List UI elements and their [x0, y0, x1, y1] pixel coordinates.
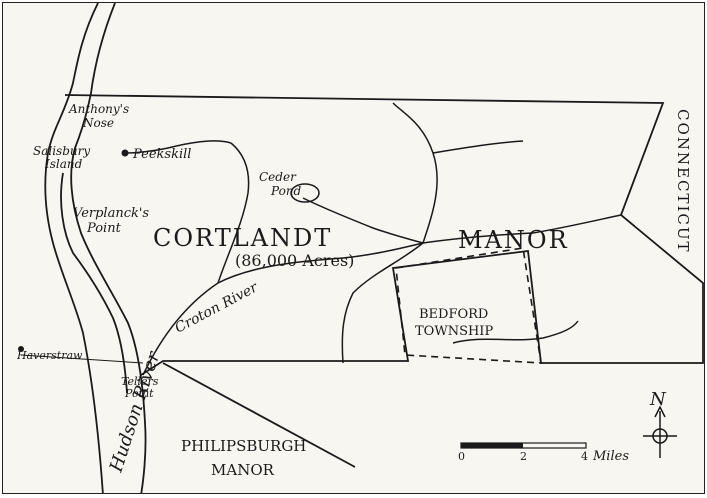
anthonys-nose-label-line1: Anthony's	[68, 102, 129, 116]
hudson-inner-shore	[60, 172, 128, 394]
bedford-label-line1: BEDFORD	[419, 307, 488, 322]
haverstraw-tellers-line	[20, 354, 144, 364]
ceder-pond-outlet	[302, 197, 424, 244]
croton-branch-south	[341, 242, 424, 364]
hudson-river	[44, 3, 147, 493]
verplancks-point-label-line2: Point	[86, 221, 122, 236]
north-arrow-circle	[652, 428, 668, 444]
ceder-pond	[290, 183, 320, 203]
cortlandt-west-stream	[217, 142, 250, 284]
verplancks-point-label-line1: Verplanck's	[73, 206, 149, 221]
croton-river-label: Croton River	[172, 279, 261, 337]
hudson-west-bank	[44, 3, 104, 493]
scale-bar: 0 2 4 Miles	[458, 442, 629, 464]
haverstraw-label: Haverstraw	[16, 349, 83, 362]
cortlandt-label: CORTLANDT	[153, 224, 332, 252]
map-canvas: CORTLANDT MANOR (86,000 Acres) BEDFORD T…	[16, 3, 704, 493]
croton-branch-east	[422, 214, 622, 244]
scale-tick-0: 0	[458, 450, 465, 463]
philipsburgh-label-line2: MANOR	[211, 461, 275, 479]
ceder-pond-label-line2: Pond	[270, 184, 302, 198]
croton-river-system	[124, 102, 622, 376]
scale-tick-2: 2	[520, 450, 527, 463]
bedford-boundary	[395, 247, 542, 364]
tellers-point-label-line1: Tellers	[121, 375, 159, 388]
hudson-river-label: Hudson River	[105, 348, 164, 476]
salisbury-island-label-line1: Salisbury	[33, 144, 90, 158]
connecticut-label: CONNECTICUT	[674, 109, 692, 254]
anthonys-nose-label-line2: Nose	[82, 116, 114, 130]
croton-branch-northeast	[432, 140, 524, 154]
haverstraw-dot	[18, 346, 24, 352]
croton-river	[142, 242, 424, 376]
scale-tick-4: 4	[581, 450, 588, 463]
acres-label: (86,000 Acres)	[235, 251, 354, 270]
croton-branch-north	[392, 102, 438, 244]
north-arrow-label: N	[649, 389, 667, 410]
hudson-east-bank	[70, 3, 147, 493]
north-arrow-head	[654, 405, 666, 418]
philipsburgh-label-line1: PHILIPSBURGH	[181, 437, 306, 455]
manor-label: MANOR	[458, 226, 569, 254]
ceder-pond-label-line1: Ceder	[259, 170, 297, 184]
peekskill-stream	[124, 140, 232, 154]
philipsburgh-boundary	[162, 362, 356, 468]
scale-bar-fill	[461, 443, 523, 448]
tellers-point-label-line2: Point	[124, 387, 154, 400]
scale-unit-label: Miles	[592, 449, 629, 464]
north-arrow-icon	[643, 405, 677, 458]
bedford-stream	[452, 320, 579, 344]
salisbury-island-label-line2: Island	[44, 157, 83, 171]
peekskill-label: Peekskill	[132, 147, 191, 162]
bedford-label-line2: TOWNSHIP	[415, 324, 493, 339]
peekskill-dot	[121, 149, 129, 157]
